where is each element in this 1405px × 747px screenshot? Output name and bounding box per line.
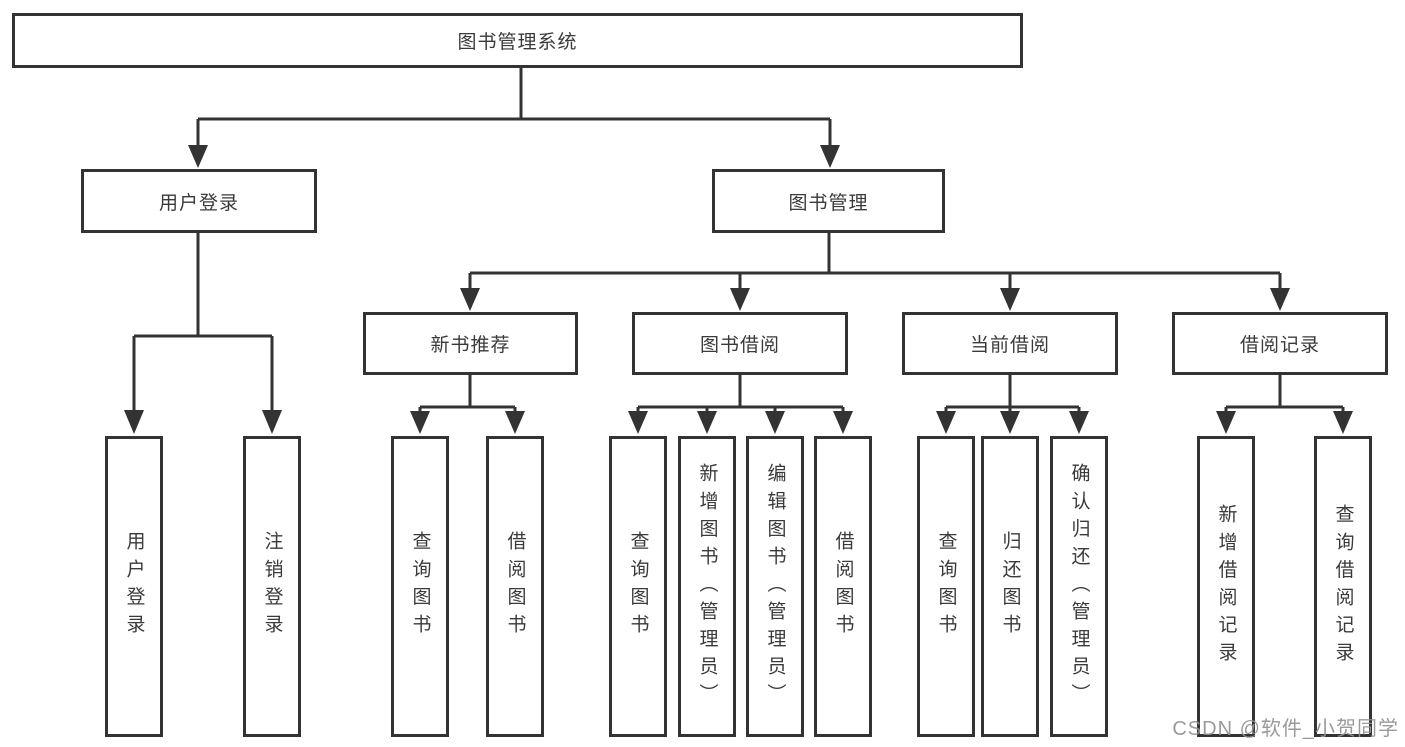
- leaf-user-login: 用户登录: [105, 436, 163, 737]
- leaf-label: 新增图书（管理员）: [696, 462, 718, 711]
- leaf-label: 注销登录: [261, 531, 283, 642]
- leaf-borrow-books: 借阅图书: [814, 436, 872, 737]
- leaf-edit-books-admin: 编辑图书（管理员）: [746, 436, 804, 737]
- node-label: 新书推荐: [430, 335, 511, 356]
- leaf-borrow-books-recommend: 借阅图书: [486, 436, 544, 737]
- leaf-logout: 注销登录: [243, 436, 301, 737]
- leaf-query-books-current: 查询图书: [917, 436, 975, 737]
- leaf-return-books: 归还图书: [981, 436, 1039, 737]
- node-label: 图书借阅: [699, 335, 780, 356]
- node-label: 借阅记录: [1239, 335, 1320, 356]
- leaf-add-borrow-record: 新增借阅记录: [1197, 436, 1255, 737]
- leaf-query-books: 查询图书: [609, 436, 667, 737]
- leaf-label: 借阅图书: [504, 531, 526, 642]
- node-label: 图书管理系统: [457, 32, 578, 53]
- node-label: 当前借阅: [969, 335, 1050, 356]
- node-user-login: 用户登录: [81, 169, 317, 233]
- leaf-query-borrow-record: 查询借阅记录: [1314, 436, 1372, 737]
- leaf-label: 查询图书: [409, 531, 431, 642]
- node-new-book-recommend: 新书推荐: [363, 312, 578, 375]
- leaf-label: 查询图书: [627, 531, 649, 642]
- leaf-label: 归还图书: [999, 531, 1021, 642]
- node-library-system: 图书管理系统: [12, 13, 1023, 68]
- node-label: 图书管理: [788, 192, 869, 214]
- node-current-borrowing: 当前借阅: [902, 312, 1118, 375]
- node-borrowing-records: 借阅记录: [1172, 312, 1388, 375]
- leaf-add-books-admin: 新增图书（管理员）: [678, 436, 736, 737]
- node-book-borrowing: 图书借阅: [632, 312, 848, 375]
- leaf-label: 查询图书: [935, 531, 957, 642]
- leaf-label: 查询借阅记录: [1332, 503, 1354, 670]
- leaf-label: 借阅图书: [832, 531, 854, 642]
- csdn-watermark: CSDN @软件_小贺同学: [1172, 718, 1399, 740]
- leaf-label: 用户登录: [123, 531, 145, 642]
- leaf-query-books-recommend: 查询图书: [391, 436, 449, 737]
- leaf-confirm-return-admin: 确认归还（管理员）: [1050, 436, 1108, 737]
- leaf-label: 新增借阅记录: [1215, 503, 1237, 670]
- node-book-management: 图书管理: [712, 169, 945, 233]
- leaf-label: 确认归还（管理员）: [1068, 462, 1090, 711]
- leaf-label: 编辑图书（管理员）: [764, 462, 786, 711]
- node-label: 用户登录: [158, 192, 239, 214]
